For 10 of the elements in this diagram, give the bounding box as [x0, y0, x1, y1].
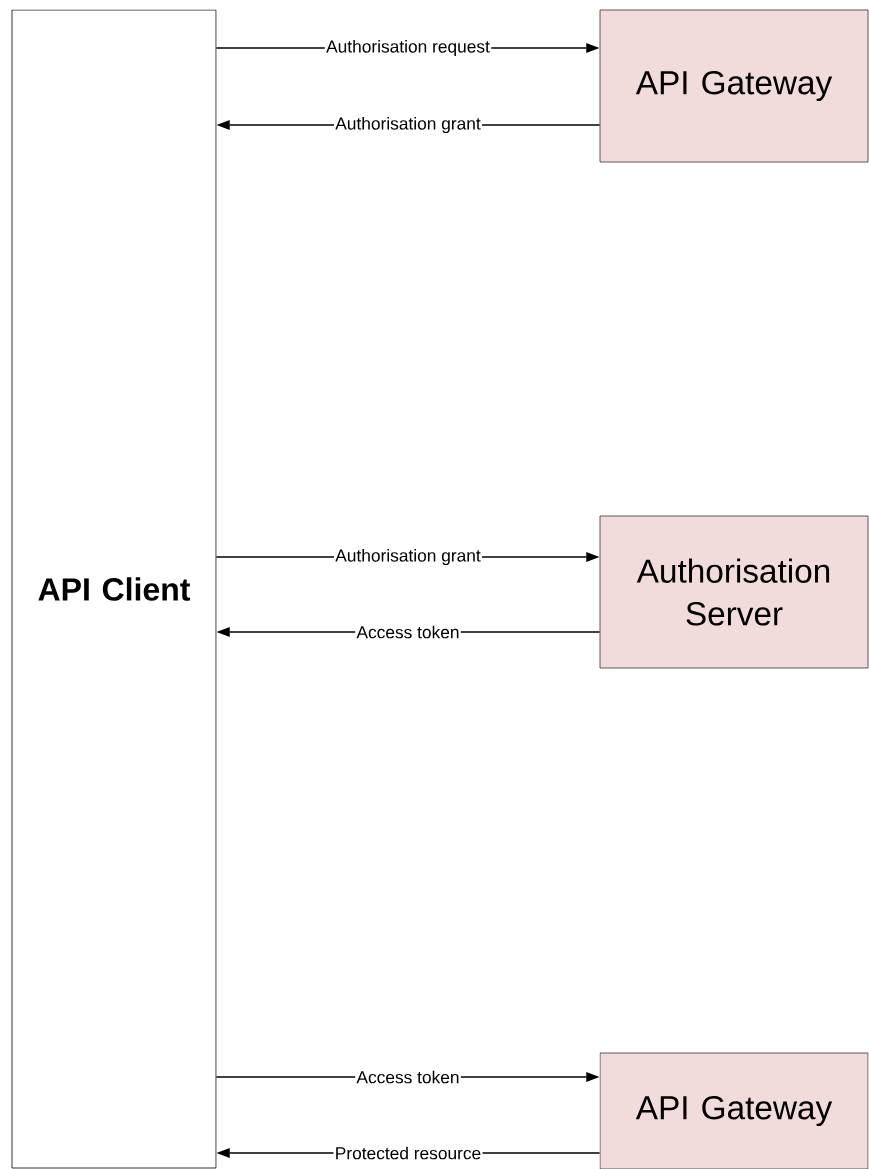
edge-label: Protected resource — [333, 1145, 483, 1161]
lifeline-box: API Client — [11, 9, 217, 1169]
participant-box: API Gateway — [599, 9, 869, 163]
participant-box: Authorisation Server — [599, 515, 869, 669]
edge-label: Authorisation request — [324, 38, 492, 58]
edge-label: Access token — [355, 1069, 461, 1085]
edge-label: Authorisation grant — [333, 547, 483, 567]
edge-label: Authorisation grant — [333, 115, 483, 135]
edge-label: Access token — [355, 624, 461, 640]
participant-box: API Gateway — [599, 1052, 869, 1169]
